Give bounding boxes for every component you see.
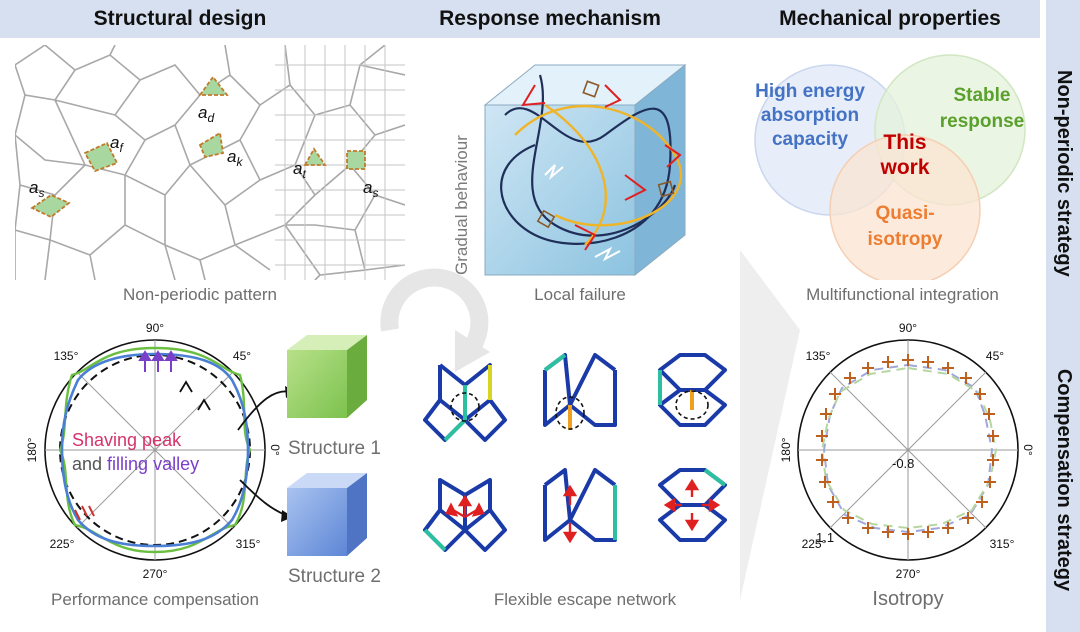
- caption-isotropy: Isotropy: [872, 588, 944, 610]
- venn-center-line-1: This: [883, 131, 926, 154]
- flexible-escape-network: [423, 353, 727, 552]
- polar-left-angle-315: 315°: [236, 537, 261, 551]
- header-bar: [0, 0, 1040, 38]
- cell-a-s1: [30, 193, 71, 219]
- polar-left-angle-180: 180°: [25, 437, 39, 462]
- venn-orange-line-1: Quasi-: [875, 203, 934, 224]
- venn-diagram: High energy absorption capacity Stable r…: [754, 54, 1026, 280]
- gradual-behaviour-label: Gradual behaviour: [452, 135, 471, 275]
- polar-left-angle-225: 225°: [50, 537, 75, 551]
- polar-right-r-inner: -0.8: [892, 456, 914, 471]
- venn-circle-orange: [829, 134, 981, 280]
- cell-a-k: [198, 131, 225, 159]
- header-structural-design: Structural design: [93, 7, 267, 30]
- polar-right-angle-180: 180°: [780, 437, 793, 462]
- caption-multifunctional-integration: Multifunctional integration: [806, 285, 999, 304]
- cell-a-s2: [346, 150, 366, 170]
- caption-performance-compensation: Performance compensation: [51, 590, 259, 609]
- structure-1-label: Structure 1: [288, 438, 381, 459]
- filling-valley-text: and filling valley: [72, 454, 199, 474]
- header-mechanical-properties: Mechanical properties: [779, 7, 1001, 30]
- polar-right: -0.8 1.1 90° 45° 0° 315° 270° 225° 180° …: [780, 321, 1035, 581]
- venn-orange-line-2: isotropy: [868, 229, 943, 250]
- venn-green-line-1: Stable: [953, 85, 1010, 106]
- polar-left-angle-0: 0°: [268, 444, 282, 456]
- polar-right-angle-315: 315°: [990, 537, 1015, 551]
- polar-right-r-outer: 1.1: [816, 530, 834, 545]
- side-bar: [1046, 0, 1080, 632]
- polar-left: 90° 45° 0° 315° 270° 225° 180° 135° Shav…: [25, 321, 296, 581]
- caption-flexible-escape-network: Flexible escape network: [493, 590, 677, 609]
- polar-right-angle-135: 135°: [806, 349, 831, 363]
- cell-a-t: [303, 147, 327, 166]
- venn-blue-line-3: capacity: [772, 129, 848, 150]
- caption-non-periodic-pattern: Non-periodic pattern: [122, 285, 278, 304]
- venn-center-line-2: work: [879, 156, 929, 179]
- label-a-s2: as: [363, 178, 378, 200]
- polar-left-angle-45: 45°: [233, 349, 251, 363]
- cell-a-f: [83, 141, 119, 173]
- non-periodic-pattern: as af ad ak at as: [15, 45, 405, 280]
- caption-local-failure: Local failure: [534, 285, 626, 304]
- polar-left-angle-90: 90°: [146, 321, 164, 335]
- label-a-d: ad: [198, 103, 214, 125]
- structure-1-cube: [287, 335, 367, 418]
- background-arrows: [380, 250, 800, 600]
- side-label-non-periodic: Non-periodic strategy: [1053, 70, 1075, 277]
- label-a-f: af: [110, 133, 124, 155]
- polar-right-angle-45: 45°: [986, 349, 1004, 363]
- venn-blue-line-1: High energy: [755, 81, 865, 102]
- polar-right-angle-225: 225°: [802, 537, 827, 551]
- cell-a-d: [198, 75, 229, 96]
- structure-2-label: Structure 2: [288, 566, 381, 587]
- side-label-compensation: Compensation strategy: [1053, 368, 1075, 592]
- label-a-k: ak: [227, 147, 243, 169]
- polar-right-angle-90: 90°: [899, 321, 917, 335]
- polar-left-angle-135: 135°: [54, 349, 79, 363]
- local-failure-cube: Gradual behaviour: [452, 63, 687, 277]
- venn-green-line-2: response: [940, 111, 1024, 132]
- label-a-t: at: [293, 159, 306, 181]
- header-response-mechanism: Response mechanism: [439, 7, 661, 30]
- structure-2-cube: [287, 473, 367, 556]
- polar-right-angle-0: 0°: [1021, 444, 1035, 456]
- polar-left-angle-270: 270°: [143, 567, 168, 581]
- label-a-s1: as: [29, 178, 44, 200]
- shaving-peak-text: Shaving peak: [72, 430, 182, 450]
- polar-right-angle-270: 270°: [896, 567, 921, 581]
- venn-blue-line-2: absorption: [761, 105, 859, 126]
